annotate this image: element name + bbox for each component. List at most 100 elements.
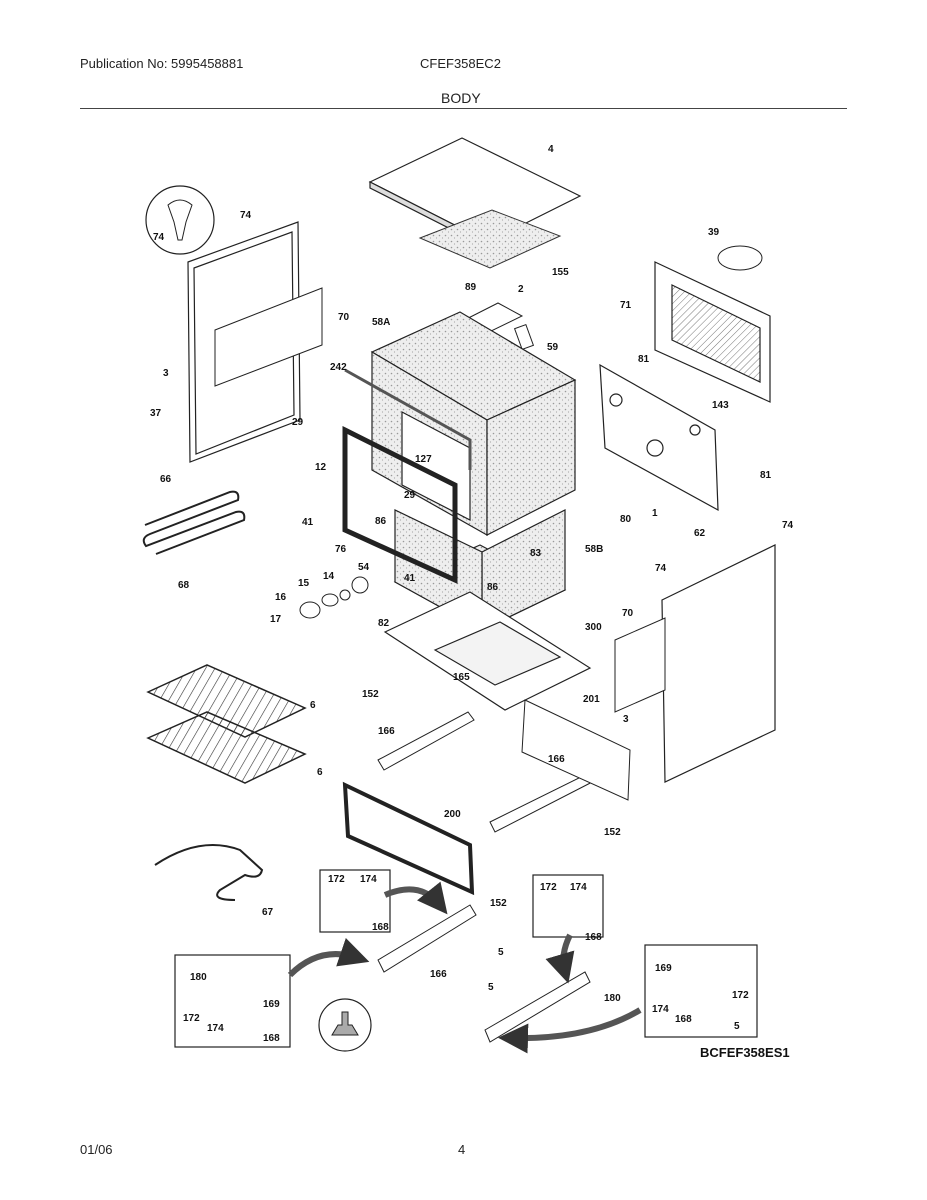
callout-label: 86 xyxy=(487,582,499,593)
callout-label: 174 xyxy=(652,1004,669,1015)
detail-arrows xyxy=(287,881,642,1054)
callout-label: 5 xyxy=(734,1021,740,1032)
side-bracket-right xyxy=(614,617,666,713)
detail-box-left-leveler xyxy=(174,954,291,1048)
callout-label: 155 xyxy=(552,267,569,278)
callout-label: 166 xyxy=(378,726,395,737)
publication-number: Publication No: 5995458881 xyxy=(80,56,244,71)
side-bracket-left xyxy=(214,287,323,387)
callout-label: 172 xyxy=(732,990,749,1001)
callout-label: 80 xyxy=(620,514,632,525)
callout-label: 200 xyxy=(444,809,461,820)
callout-labels: 4 155 89 2 58A 59 39 71 74 74 70 3 37 24… xyxy=(150,144,794,1044)
callout-label: 82 xyxy=(378,618,390,629)
callout-label: 174 xyxy=(570,882,587,893)
drawer-rail-left xyxy=(377,711,475,771)
callout-label: 169 xyxy=(655,963,672,974)
bake-element xyxy=(142,490,246,555)
callout-label: 4 xyxy=(548,144,554,155)
callout-label: 74 xyxy=(240,210,252,221)
callout-label: 168 xyxy=(372,922,389,933)
door-frame xyxy=(342,425,458,584)
model-number: CFEF358EC2 xyxy=(420,56,501,71)
callout-label: 5 xyxy=(498,947,504,958)
callout-label: 41 xyxy=(302,517,314,528)
top-insulation xyxy=(418,209,562,269)
callout-label: 54 xyxy=(358,562,370,573)
vent-duct xyxy=(513,323,535,351)
callout-label: 174 xyxy=(207,1023,224,1034)
footer-date: 01/06 xyxy=(80,1142,113,1157)
leveling-foot-icon xyxy=(331,1011,359,1036)
section-title: BODY xyxy=(441,90,481,106)
callout-label: 180 xyxy=(190,972,207,983)
callout-label: 242 xyxy=(330,362,347,373)
detail-box-left-caster xyxy=(319,869,391,933)
oven-rack-lower xyxy=(146,711,307,784)
drawer-front xyxy=(342,781,475,896)
callout-label: 174 xyxy=(360,874,377,885)
callout-label: 5 xyxy=(488,982,494,993)
callout-label: 166 xyxy=(430,969,447,980)
callout-label: 3 xyxy=(163,368,169,379)
callout-label: 201 xyxy=(583,694,600,705)
broil-element xyxy=(154,844,264,901)
callout-label: 14 xyxy=(323,571,335,582)
callout-label: 68 xyxy=(178,580,190,591)
bottom-frame xyxy=(383,591,592,711)
callout-label: 67 xyxy=(262,907,274,918)
rear-wiring-panel xyxy=(599,363,719,512)
callout-label: 66 xyxy=(160,474,172,485)
callout-label: 1 xyxy=(652,508,658,519)
callout-label: 152 xyxy=(362,689,379,700)
callout-label: 2 xyxy=(518,284,524,295)
callout-label: 168 xyxy=(675,1014,692,1025)
callout-label: 143 xyxy=(712,400,729,411)
callout-label: 180 xyxy=(604,993,621,1004)
side-panel-right xyxy=(661,544,776,783)
callout-label: 172 xyxy=(183,1013,200,1024)
diagram-code: BCFEF358ES1 xyxy=(700,1045,790,1060)
callout-label: 152 xyxy=(490,898,507,909)
footer-page-number: 4 xyxy=(458,1142,466,1157)
callout-label: 86 xyxy=(375,516,387,527)
detail-box-right-leveler xyxy=(644,944,758,1038)
callout-label: 58A xyxy=(372,317,390,328)
callout-label: 74 xyxy=(655,563,667,574)
header-rule xyxy=(80,108,847,109)
callout-label: 169 xyxy=(263,999,280,1010)
terminal-block xyxy=(717,245,763,271)
callout-label: 166 xyxy=(548,754,565,765)
callout-label: 76 xyxy=(335,544,347,555)
callout-label: 37 xyxy=(150,408,162,419)
callout-label: 58B xyxy=(585,544,603,555)
back-panel xyxy=(654,261,771,403)
callout-label: 70 xyxy=(338,312,350,323)
callout-label: 39 xyxy=(708,227,720,238)
callout-label: 300 xyxy=(585,622,602,633)
callout-label: 6 xyxy=(317,767,323,778)
callout-label: 3 xyxy=(623,714,629,725)
callout-label: 172 xyxy=(328,874,345,885)
callout-label: 41 xyxy=(404,573,416,584)
callout-label: 15 xyxy=(298,578,310,589)
leveling-leg-icon xyxy=(167,199,193,241)
callout-label: 165 xyxy=(453,672,470,683)
door-gasket xyxy=(344,368,472,470)
callout-label: 70 xyxy=(622,608,634,619)
callout-label: 152 xyxy=(604,827,621,838)
callout-label: 74 xyxy=(782,520,794,531)
callout-label: 89 xyxy=(465,282,477,293)
callout-label: 168 xyxy=(585,932,602,943)
callout-label: 29 xyxy=(404,490,416,501)
callout-label: 29 xyxy=(292,417,304,428)
callout-label: 6 xyxy=(310,700,316,711)
callout-label: 12 xyxy=(315,462,327,473)
callout-label: 16 xyxy=(275,592,287,603)
callout-label: 74 xyxy=(153,232,165,243)
callout-label: 83 xyxy=(530,548,542,559)
callout-label: 17 xyxy=(270,614,282,625)
leveling-rail-left xyxy=(377,904,477,973)
oven-cavity-upper xyxy=(370,311,577,537)
